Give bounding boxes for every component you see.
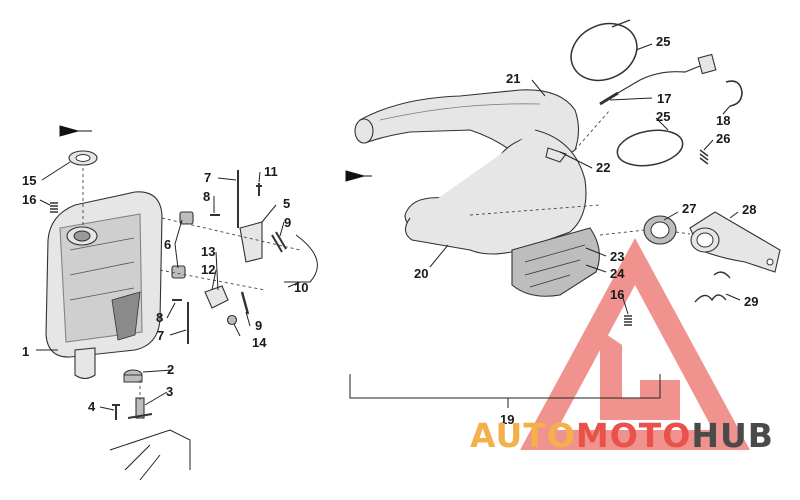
leader-lines [36, 43, 741, 411]
mount-clip-9-bottom [240, 291, 250, 315]
callout-8-bottom: 8 [156, 310, 163, 325]
callout-28: 28 [742, 202, 756, 217]
callout-9-top: 9 [284, 215, 291, 230]
mount-bracket-13 [204, 285, 229, 309]
callout-7-top: 7 [204, 170, 211, 185]
callout-20: 20 [414, 266, 428, 281]
callout-1: 1 [22, 344, 29, 359]
callout-17: 17 [657, 91, 671, 106]
spring-16-right [624, 315, 632, 326]
spring-10 [284, 234, 318, 283]
gasket-27 [643, 215, 677, 245]
callout-16-left: 16 [22, 192, 36, 207]
mount-bushing-6-bottom [171, 265, 186, 279]
clamp-ring-25-mid [616, 129, 684, 167]
direction-arrow-mid [345, 170, 372, 182]
callout-23: 23 [610, 249, 624, 264]
spring-26 [699, 149, 709, 165]
callout-7-bottom: 7 [157, 328, 164, 343]
watermark-moto: MOTO [576, 416, 691, 455]
bolt-4 [112, 404, 120, 420]
mount-clip-9-top [271, 231, 287, 253]
clamp-ring-25-top [570, 19, 638, 82]
callout-21: 21 [506, 71, 520, 86]
callout-4: 4 [88, 399, 96, 414]
callout-9-bottom: 9 [255, 318, 262, 333]
callout-13: 13 [201, 244, 215, 259]
flange-28 [689, 211, 781, 273]
grommet-2 [123, 369, 143, 383]
bracket-3 [127, 397, 153, 419]
nut-14 [226, 314, 238, 326]
muffler-body [45, 191, 163, 380]
retaining-clip-18 [725, 80, 743, 107]
watermark-text: AUTOMOTOHUB [470, 416, 774, 455]
callout-8-top: 8 [203, 189, 210, 204]
callout-11: 11 [264, 164, 278, 179]
callout-24: 24 [610, 266, 625, 281]
callout-10: 10 [294, 280, 308, 295]
callout-16-right: 16 [610, 287, 624, 302]
callout-5: 5 [283, 196, 290, 211]
callout-26: 26 [716, 131, 730, 146]
callout-18: 18 [716, 113, 730, 128]
bolt-11 [256, 183, 262, 196]
callout-15: 15 [22, 173, 36, 188]
callout-22: 22 [596, 160, 610, 175]
sensor-17 [599, 53, 717, 106]
spring-16-left [50, 202, 58, 213]
svg-text:AUTOMOTOHUB: AUTOMOTOHUB [470, 416, 774, 455]
callout-12: 12 [201, 262, 215, 277]
mount-bracket-5 [239, 221, 263, 263]
callout-25-mid: 25 [656, 109, 670, 124]
grommet-15 [68, 150, 98, 166]
spring-29 [694, 271, 731, 303]
callout-25-top: 25 [656, 34, 670, 49]
callout-2: 2 [167, 362, 174, 377]
frame-fragment [109, 429, 191, 481]
direction-arrow-left [59, 125, 92, 137]
callout-27: 27 [682, 201, 696, 216]
callout-6: 6 [164, 237, 171, 252]
watermark-hub: HUB [691, 416, 774, 455]
callout-29: 29 [744, 294, 758, 309]
callout-19: 19 [500, 412, 514, 427]
watermark-auto: AUTO [470, 416, 576, 455]
callout-3: 3 [166, 384, 173, 399]
heat-shield-23-24 [511, 227, 600, 297]
callout-14: 14 [252, 335, 267, 350]
